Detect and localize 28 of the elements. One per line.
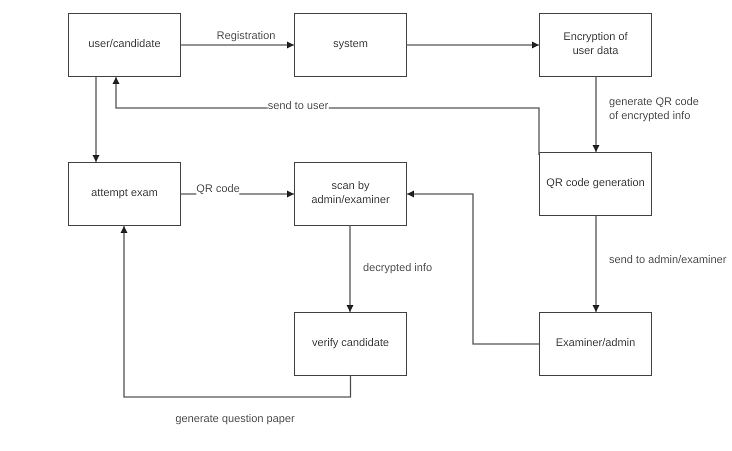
arrow [346, 226, 354, 312]
arrow [92, 77, 100, 162]
process-box [68, 13, 181, 77]
edge-label: generate question paper [175, 413, 295, 427]
edge-label: decrypted info [363, 262, 432, 276]
process-box [294, 13, 407, 77]
box-text: system [332, 38, 369, 52]
box-text: Examiner/admin [554, 337, 636, 351]
process-box [539, 312, 652, 376]
arrow [407, 42, 539, 48]
process-box [539, 13, 652, 77]
arrow [181, 42, 294, 48]
process-box [294, 162, 407, 226]
box-text: QR code generation [545, 177, 646, 191]
arrow [120, 226, 352, 398]
box-text: attempt exam [90, 187, 159, 201]
arrow [407, 190, 539, 345]
arrow [592, 216, 600, 312]
process-box [539, 152, 652, 216]
box-text: Encryption of user data [562, 31, 629, 59]
arrow [592, 77, 600, 152]
box-text: scan by admin/examiner [310, 180, 391, 208]
edge-label: Registration [216, 30, 276, 44]
box-text: verify candidate [310, 337, 390, 351]
process-box [68, 162, 181, 226]
box-text: user/candidate [87, 38, 162, 52]
process-box [294, 312, 407, 376]
edge-label: QR code [196, 183, 240, 197]
